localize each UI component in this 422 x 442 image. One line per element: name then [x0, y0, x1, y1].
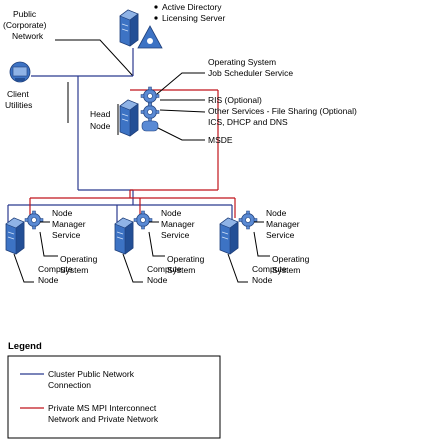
head-node-label-2: Node [90, 121, 111, 131]
public-network-callout [55, 39, 134, 77]
head-node-server-icon [119, 86, 160, 137]
compute-node-1-service-3: Service [52, 230, 81, 240]
private-network-lines [29, 89, 236, 218]
head-msde-callout [157, 127, 205, 141]
compute-node-2-node-callout [122, 253, 143, 283]
head-service-job-scheduler: Job Scheduler Service [208, 68, 293, 78]
compute-node-1-os-2: System [60, 265, 88, 275]
compute-node-3-os-callout [253, 231, 270, 257]
legend-private-label-2: Network and Private Network [48, 414, 159, 424]
compute-node-3-node-callout [227, 253, 248, 283]
compute-node-3-os-1: Operating [272, 254, 310, 264]
compute-node-2-label-1: Compute [147, 264, 182, 274]
head-os-callout [156, 72, 205, 95]
legend-box [7, 355, 221, 439]
head-service-ics: ICS, DHCP and DNS [208, 117, 288, 127]
head-node-label-1: Head [90, 109, 111, 119]
compute-node-1-service-2: Manager [52, 219, 86, 229]
compute-node-3-label-1: Compute [252, 264, 287, 274]
public-network-lines [7, 48, 233, 222]
active-directory-label: Active Directory [162, 2, 222, 12]
licensing-server-label: Licensing Server [162, 13, 225, 23]
compute-node-2-os-1: Operating [167, 254, 205, 264]
compute-node-3-service-2: Manager [266, 219, 300, 229]
compute-node-3: Node Manager Service Operating System Co… [219, 208, 310, 285]
compute-node-3-service-3: Service [266, 230, 295, 240]
compute-node-2-os-callout [148, 231, 165, 257]
head-service-other: Other Services - File Sharing (Optional) [208, 106, 357, 116]
legend-private-label-1: Private MS MPI Interconnect [48, 403, 157, 413]
compute-node-3-service-1: Node [266, 208, 287, 218]
compute-node-1-os-1: Operating [60, 254, 98, 264]
legend-public-label-2: Connection [48, 380, 91, 390]
head-service-msde: MSDE [208, 135, 233, 145]
head-other-callout [159, 109, 206, 113]
compute-node-3-label-2: Node [252, 275, 273, 285]
compute-node-3-icon [219, 210, 258, 255]
compute-node-2-service-2: Manager [161, 219, 195, 229]
top-server-icon [119, 9, 163, 49]
client-label-2: Utilities [5, 100, 32, 110]
legend-public-label-1: Cluster Public Network [48, 369, 135, 379]
client-computer-icon [9, 61, 31, 83]
compute-node-2-os-2: System [167, 265, 195, 275]
compute-node-1-icon [5, 210, 44, 255]
compute-node-1-os-callout [39, 231, 58, 257]
compute-node-2-icon [114, 210, 153, 255]
compute-node-1-label-2: Node [38, 275, 59, 285]
compute-node-2-label-2: Node [147, 275, 168, 285]
public-network-label-3: Network [12, 31, 44, 41]
compute-node-1-service-1: Node [52, 208, 73, 218]
compute-node-1-label-1: Compute [38, 264, 73, 274]
top-server-bullets [154, 5, 158, 20]
compute-node-2-service-3: Service [161, 230, 190, 240]
head-service-os: Operating System [208, 57, 276, 67]
head-service-ris: RIS (Optional) [208, 95, 262, 105]
public-network-label-1: Public [13, 9, 37, 19]
compute-node-3-os-2: System [272, 265, 300, 275]
compute-node-1: Node Manager Service Operating System Co… [5, 208, 98, 285]
compute-node-2: Node Manager Service Operating System Co… [114, 208, 205, 285]
legend-title: Legend [8, 341, 42, 352]
compute-node-1-node-callout [13, 253, 34, 283]
public-network-label-2: (Corporate) [3, 20, 47, 30]
compute-node-2-service-1: Node [161, 208, 182, 218]
client-label-1: Client [7, 89, 29, 99]
